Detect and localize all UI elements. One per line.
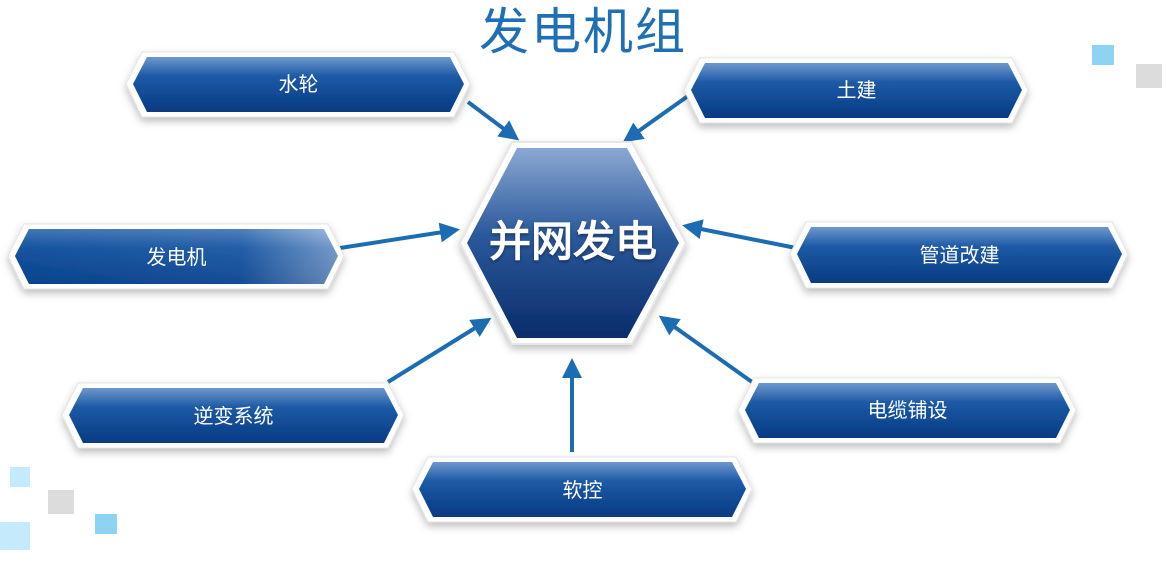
node-label-dianlan: 电缆铺设 — [867, 398, 948, 422]
node-shape-shuilun — [125, 51, 471, 118]
node-shape-nibian — [61, 382, 405, 449]
node-shape-guandao — [789, 221, 1129, 289]
node-label-shuilun: 水轮 — [278, 72, 319, 96]
node-shape-ruankong — [411, 456, 753, 523]
page-title: 发电机组 — [479, 3, 687, 61]
node-label-tujian: 土建 — [836, 78, 877, 102]
arrow-fadianji — [339, 222, 460, 250]
connector-arrows — [339, 94, 797, 452]
hub-hexagon — [458, 141, 688, 345]
deco-square-blue-left-1 — [10, 467, 30, 487]
arrow-tujian — [622, 94, 690, 143]
node-shape-tujian — [683, 57, 1029, 124]
deco-square-blue-left-3 — [0, 522, 30, 550]
hub-label: 并网发电 — [488, 217, 657, 266]
deco-square-gray-left — [48, 490, 74, 514]
node-label-ruankong: 软控 — [562, 478, 603, 502]
node-shape-dianlan — [737, 377, 1077, 444]
node-label-guandao: 管道改建 — [919, 243, 1000, 267]
arrow-shuilun — [466, 100, 520, 141]
deco-square-blue-left-2 — [95, 514, 117, 534]
node-label-fadianji: 发电机 — [146, 245, 207, 269]
deco-square-gray-top — [1136, 64, 1162, 88]
arrow-dianlan — [658, 315, 754, 384]
node-label-nibian: 逆变系统 — [193, 404, 274, 428]
arrow-nibian — [386, 317, 492, 384]
node-shape-fadianji — [7, 223, 345, 290]
arrow-guandao — [682, 219, 797, 250]
deco-square-blue-top — [1092, 45, 1114, 65]
